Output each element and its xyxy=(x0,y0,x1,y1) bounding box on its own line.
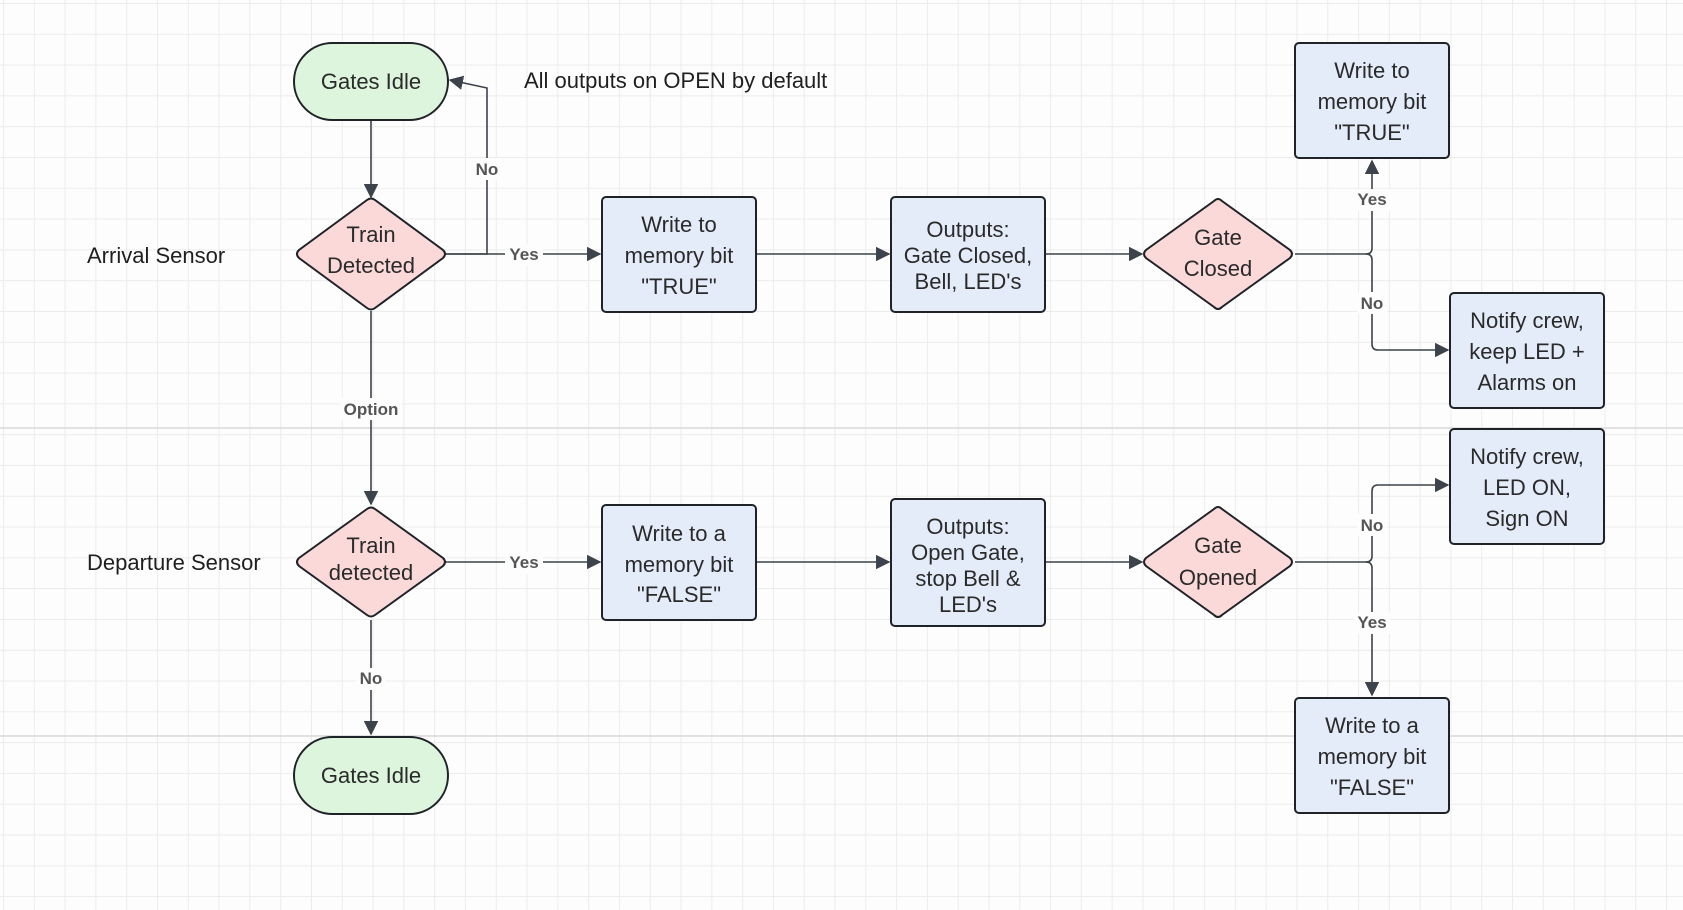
edge-label-yes-closed: Yes xyxy=(1357,190,1386,209)
node-label: LED ON, xyxy=(1483,475,1571,500)
decision-train-detected-arrival[interactable]: Train Detected xyxy=(296,197,446,311)
node-label: stop Bell & xyxy=(915,566,1020,591)
process-write-false-departure[interactable]: Write to a memory bit "FALSE" xyxy=(601,504,757,621)
process-write-true-arrival[interactable]: Write to memory bit "TRUE" xyxy=(601,196,757,313)
node-label: Train xyxy=(346,533,395,558)
node-label: memory bit xyxy=(1318,744,1427,769)
node-label: memory bit xyxy=(1318,89,1427,114)
edge-label-no-opened: No xyxy=(1361,516,1384,535)
process-outputs-gate-closed[interactable]: Outputs: Gate Closed, Bell, LED's xyxy=(890,196,1046,313)
terminal-gates-idle-bottom[interactable]: Gates Idle xyxy=(293,736,449,815)
node-label: Open Gate, xyxy=(911,540,1025,565)
edge-label-yes-opened: Yes xyxy=(1357,613,1386,632)
node-label: detected xyxy=(329,560,413,585)
node-label: "FALSE" xyxy=(1330,775,1414,800)
edge-label-yes-departure: Yes xyxy=(509,553,538,572)
edge-no-closed xyxy=(1365,253,1450,358)
process-outputs-open-gate[interactable]: Outputs: Open Gate, stop Bell & LED's xyxy=(890,498,1046,627)
node-label: Closed xyxy=(1184,256,1252,281)
node-label: Gate xyxy=(1194,225,1242,250)
decision-gate-opened[interactable]: Gate Opened xyxy=(1143,506,1293,618)
node-label: Gate xyxy=(1194,533,1242,558)
edge-label-yes-arrival: Yes xyxy=(509,245,538,264)
edges xyxy=(363,75,1450,736)
node-label: Notify crew, xyxy=(1470,308,1584,333)
node-label: keep LED + xyxy=(1469,339,1585,364)
lane-label-departure: Departure Sensor xyxy=(87,550,261,575)
process-write-false-confirmed[interactable]: Write to a memory bit "FALSE" xyxy=(1294,697,1450,814)
process-notify-led-sign[interactable]: Notify crew, LED ON, Sign ON xyxy=(1449,428,1605,545)
node-label: LED's xyxy=(939,592,997,617)
node-label: memory bit xyxy=(625,552,734,577)
node-label: Outputs: xyxy=(926,514,1009,539)
decision-gate-closed[interactable]: Gate Closed xyxy=(1143,198,1293,310)
edge-label-option: Option xyxy=(344,400,399,419)
node-label: Write to a xyxy=(632,521,727,546)
node-label: memory bit xyxy=(625,243,734,268)
edge-label-no-closed: No xyxy=(1361,294,1384,313)
terminal-gates-idle-top[interactable]: Gates Idle xyxy=(293,42,449,121)
node-label: Outputs: xyxy=(926,217,1009,242)
lane-label-arrival: Arrival Sensor xyxy=(87,243,225,268)
decision-train-detected-departure[interactable]: Train detected xyxy=(296,506,446,618)
node-label: "FALSE" xyxy=(637,582,721,607)
node-label: Gates Idle xyxy=(321,763,421,788)
node-label: Write to xyxy=(641,212,716,237)
edge-label-no-loop: No xyxy=(476,160,499,179)
edge-yes-opened xyxy=(1364,561,1380,697)
process-write-true-confirmed[interactable]: Write to memory bit "TRUE" xyxy=(1294,42,1450,159)
default-note: All outputs on OPEN by default xyxy=(524,68,827,93)
node-label: Train xyxy=(346,222,395,247)
node-label: Write to a xyxy=(1325,713,1420,738)
process-notify-keep-led[interactable]: Notify crew, keep LED + Alarms on xyxy=(1449,292,1605,409)
node-label: "TRUE" xyxy=(1334,120,1410,145)
edge-labels: No Yes Option Yes No Yes No No Yes xyxy=(340,158,1390,690)
node-label: Bell, LED's xyxy=(915,269,1022,294)
node-label: Sign ON xyxy=(1485,506,1568,531)
node-label: Gate Closed, xyxy=(904,243,1032,268)
node-label: Gates Idle xyxy=(321,69,421,94)
edge-label-no-departure: No xyxy=(360,669,383,688)
node-label: Notify crew, xyxy=(1470,444,1584,469)
node-label: Write to xyxy=(1334,58,1409,83)
node-label: Alarms on xyxy=(1477,370,1576,395)
node-label: "TRUE" xyxy=(641,274,717,299)
node-label: Detected xyxy=(327,253,415,278)
node-label: Opened xyxy=(1179,565,1257,590)
